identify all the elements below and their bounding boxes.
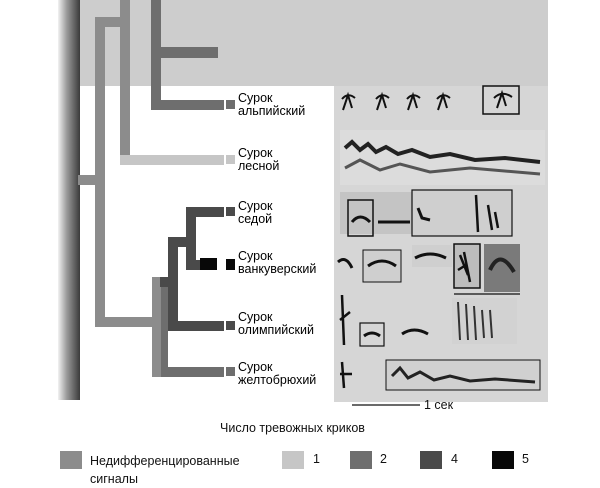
branch-four-call-vertical — [168, 237, 178, 331]
legend-swatch-undifferentiated — [60, 451, 82, 469]
branch-upper-vertical — [120, 0, 130, 165]
time-scale-label: 1 сек — [424, 398, 454, 412]
branch-four-call-stub — [160, 277, 172, 287]
hoary-sonogram — [340, 189, 513, 237]
hoary-marmot-square — [226, 207, 235, 216]
branch-nearctic-vertical — [152, 277, 162, 377]
legend-label-5: 5 — [522, 452, 529, 466]
forest-sonogram — [340, 130, 545, 185]
legend-label-undifferentiated: Недифференцированные сигналы — [90, 454, 240, 486]
olympic-marmot-square — [226, 321, 235, 330]
branch-basal-vertical — [95, 17, 105, 324]
vancouver-marmot-square — [226, 259, 235, 270]
legend-title: Число тревожных криков — [220, 421, 365, 435]
branch-olympic-marmot — [168, 321, 224, 331]
legend-label-4: 4 — [451, 452, 458, 466]
alpine-sonogram — [341, 85, 520, 115]
legend-label-2: 2 — [380, 452, 387, 466]
legend-swatch-5 — [492, 451, 514, 469]
forest-marmot-square — [226, 155, 235, 164]
yellow-bellied-sonogram — [340, 359, 541, 391]
legend-swatch-4 — [420, 451, 442, 469]
alpine-marmot-square — [226, 100, 235, 109]
branch-hoary-clade — [168, 237, 190, 247]
branch-yellow-bellied — [161, 367, 224, 377]
yellow-bellied-marmot-square — [226, 367, 235, 376]
branch-vancouver-stub — [186, 260, 202, 270]
branch-root-stub — [78, 175, 98, 185]
legend-swatch-1 — [282, 451, 304, 469]
branch-yellow-bellied-vertical — [161, 277, 168, 377]
legend-label-1: 1 — [313, 452, 320, 466]
branch-forest-marmot — [120, 155, 224, 165]
branch-upper-horizontal — [95, 17, 127, 27]
branch-hoary-vertical — [186, 207, 196, 270]
branch-upper-clade — [151, 47, 218, 58]
branch-lower-horizontal — [95, 317, 157, 327]
legend-swatch-2 — [350, 451, 372, 469]
vancouver-sonogram — [337, 243, 520, 295]
phylogeny-root-trunk — [58, 0, 80, 400]
upper-background-panel — [58, 0, 548, 86]
branch-vancouver-marmot — [200, 258, 217, 270]
branch-alpine-marmot — [151, 100, 224, 110]
olympic-sonogram — [339, 294, 517, 347]
branch-hoary-marmot — [186, 207, 224, 217]
